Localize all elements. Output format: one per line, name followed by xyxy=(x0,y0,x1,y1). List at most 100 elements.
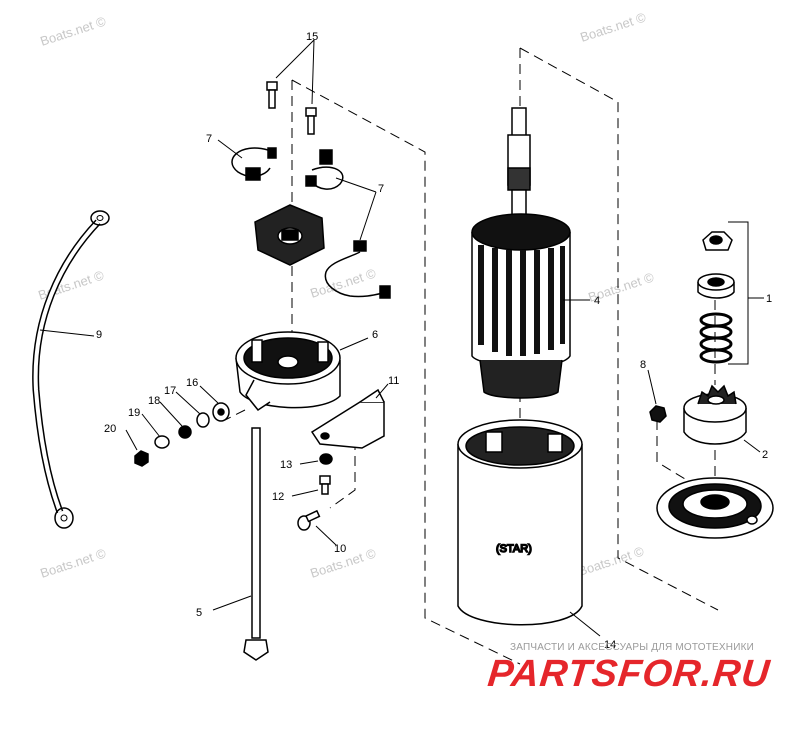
part-label-4: 4 xyxy=(594,295,600,307)
leader-line xyxy=(569,611,601,637)
washer-13 xyxy=(319,453,333,465)
watermark: Boats.net © xyxy=(38,13,108,48)
bracket-flange xyxy=(359,388,385,403)
terminal-hole xyxy=(60,514,68,522)
lockwasher-19 xyxy=(154,435,170,449)
leader-line xyxy=(141,413,161,438)
assembly-line xyxy=(519,47,719,611)
spring xyxy=(311,166,344,190)
drive-cap-bore xyxy=(700,494,730,510)
part-label-20: 20 xyxy=(104,423,116,435)
part-label-2: 2 xyxy=(762,449,768,461)
leader-line xyxy=(647,369,657,405)
washer-hole xyxy=(217,408,225,416)
part-label-8: 8 xyxy=(640,359,646,371)
leader-line xyxy=(375,383,389,399)
washer-18 xyxy=(178,425,192,439)
battery-cable xyxy=(32,210,110,529)
assembly-line xyxy=(224,409,246,421)
part-label-13: 13 xyxy=(280,459,292,471)
gear-bore xyxy=(707,395,725,405)
watermark: Boats.net © xyxy=(576,543,646,578)
bracket-hole xyxy=(320,432,330,440)
bolt-shank xyxy=(251,427,261,639)
drive-hardware xyxy=(697,231,735,364)
part-label-6: 6 xyxy=(372,329,378,341)
assembly-line xyxy=(329,440,356,509)
leader-line xyxy=(275,39,315,79)
brush-holder xyxy=(254,204,325,266)
part-label-9: 9 xyxy=(96,329,102,341)
part-label-7: 7 xyxy=(206,133,212,145)
part-label-17: 17 xyxy=(164,385,176,397)
drive-spacer-hole xyxy=(707,277,725,287)
callout-labels: 1 2 4 5 6 7 7 8 9 10 11 12 13 14 15 16 1… xyxy=(96,31,772,651)
housing: (STAR) xyxy=(457,419,583,626)
leader-line xyxy=(299,460,319,465)
leader-line xyxy=(359,191,377,241)
holder-slot xyxy=(281,229,299,241)
part-label-7: 7 xyxy=(378,183,384,195)
part-label-10: 10 xyxy=(334,543,346,555)
brush-clip xyxy=(267,147,277,159)
leader-line xyxy=(335,177,377,193)
screw-head xyxy=(305,107,317,117)
leader-line xyxy=(315,525,337,546)
cap-bore xyxy=(277,355,299,369)
assembly-line xyxy=(656,420,691,483)
screw-shank xyxy=(307,115,315,135)
leader-line xyxy=(199,385,219,404)
drive-cap-tab xyxy=(746,515,758,525)
leader-line xyxy=(159,401,183,427)
part-label-5: 5 xyxy=(196,607,202,619)
brush-lead xyxy=(324,240,391,299)
housing-label: (STAR) xyxy=(496,543,532,555)
lead-connector xyxy=(379,285,391,299)
brush xyxy=(245,167,261,181)
terminal-hardware xyxy=(134,402,230,467)
nut-8 xyxy=(649,405,667,423)
bracket-hardware xyxy=(297,388,385,531)
cable-highlight xyxy=(33,220,100,513)
core-top xyxy=(471,213,571,251)
screws xyxy=(266,81,317,135)
leader-line xyxy=(311,39,315,105)
leader-line xyxy=(175,391,201,415)
lead-wire xyxy=(324,251,389,298)
cap-post xyxy=(251,339,263,363)
leader-line xyxy=(125,429,138,451)
bolt-12-shank xyxy=(321,483,329,495)
part-label-12: 12 xyxy=(272,491,284,503)
core-slots xyxy=(478,245,565,356)
housing-magnet-gap xyxy=(547,433,563,453)
lead-terminal xyxy=(353,240,367,252)
armature xyxy=(471,107,571,399)
cap-post xyxy=(317,341,329,363)
watermark: Boats.net © xyxy=(578,9,648,44)
brush xyxy=(319,149,333,165)
part-label-14: 14 xyxy=(604,639,616,651)
leader-line xyxy=(339,337,369,351)
assembly-lines xyxy=(224,47,719,665)
pinion-gear xyxy=(683,384,747,445)
bolt-head xyxy=(243,639,269,661)
nut-20 xyxy=(134,450,149,467)
shaft-tip xyxy=(511,107,527,137)
drive-nut-hole xyxy=(709,235,723,245)
store-logo[interactable]: PARTSFOR.RU xyxy=(485,653,773,695)
part-label-19: 19 xyxy=(128,407,140,419)
cable-terminal xyxy=(90,210,110,226)
bracket xyxy=(310,401,385,449)
commutator xyxy=(479,359,563,399)
part-label-15: 15 xyxy=(306,31,318,43)
drive-end-cap xyxy=(656,477,774,539)
part-label-18: 18 xyxy=(148,395,160,407)
shaft-spline xyxy=(507,167,531,191)
leader-line xyxy=(743,439,761,453)
store-caption: ЗАПЧАСТИ И АКСЕССУАРЫ ДЛЯ МОТОТЕХНИКИ xyxy=(510,642,755,653)
brush-springs xyxy=(231,147,344,190)
through-bolt xyxy=(243,427,269,661)
leader-line xyxy=(212,595,252,611)
part-label-16: 16 xyxy=(186,377,198,389)
